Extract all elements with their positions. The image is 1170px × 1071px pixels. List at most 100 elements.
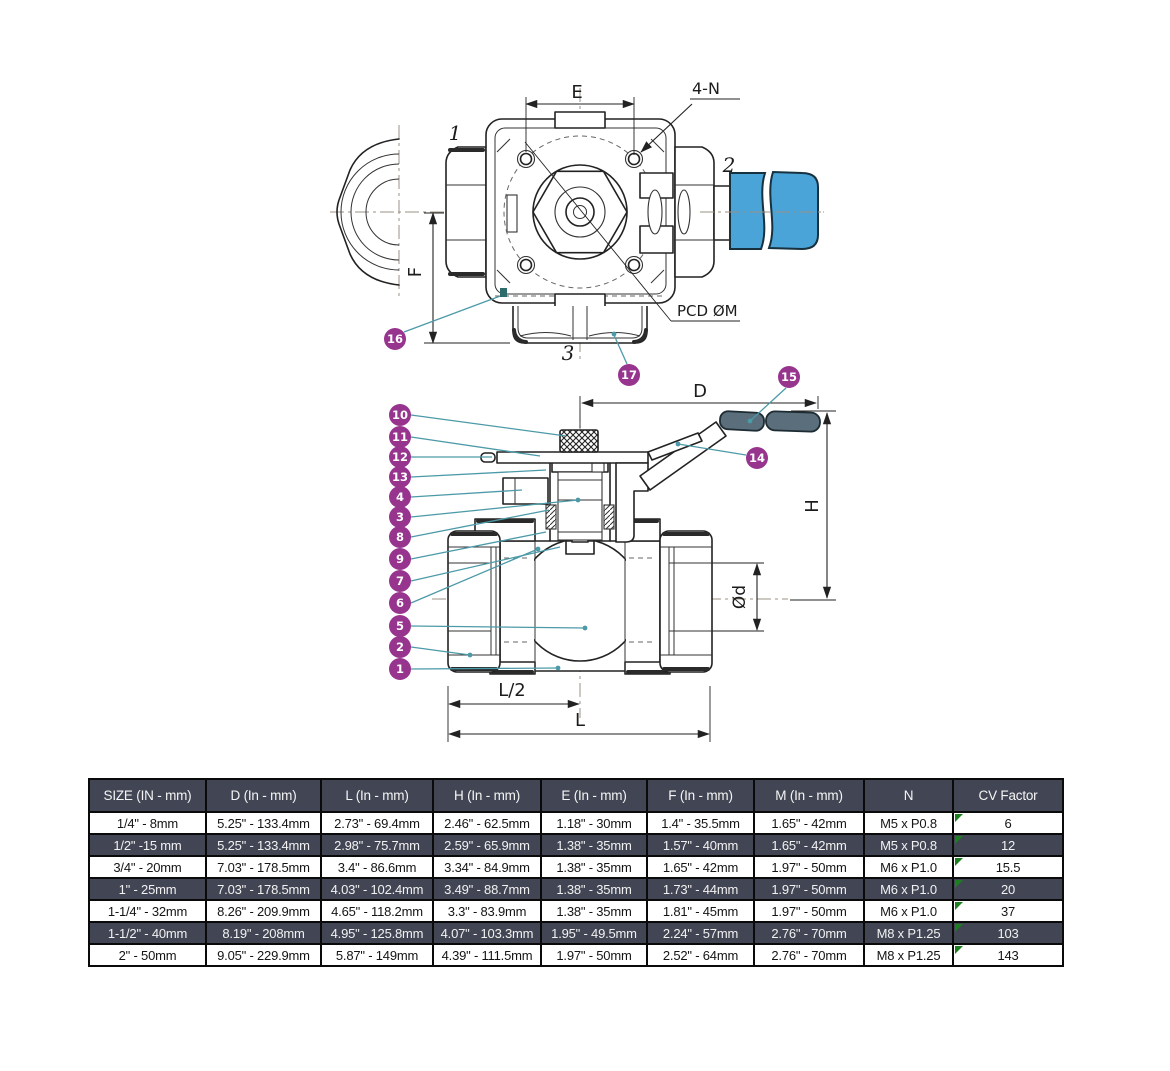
dim-label-h: H bbox=[802, 499, 823, 513]
svg-text:9: 9 bbox=[396, 552, 404, 566]
note-pcd: PCD ØM bbox=[524, 141, 740, 322]
table-header-row: SIZE (IN - mm) D (In - mm) L (In - mm) H… bbox=[88, 778, 1064, 813]
svg-text:8: 8 bbox=[396, 530, 404, 544]
cell-n: M6 x P1.0 bbox=[863, 855, 954, 879]
side-view: D H Ød L/2 L bbox=[389, 366, 836, 742]
cell-d: 9.05" - 229.9mm bbox=[205, 943, 322, 967]
port-label-2: 2 bbox=[722, 153, 736, 177]
callouts-left: 10 11 12 13 4 3 8 9 7 6 5 2 1 bbox=[389, 404, 588, 680]
dimension-l: L bbox=[448, 686, 711, 742]
cell-cv: 143 bbox=[952, 943, 1064, 967]
bottom-port bbox=[512, 306, 648, 344]
callout-13: 13 bbox=[389, 466, 411, 488]
dimension-d: D bbox=[579, 381, 819, 428]
top-view: E F 4-N PCD ØM 1 2 3 16 bbox=[330, 79, 824, 386]
cell-l: 5.87" - 149mm bbox=[320, 943, 434, 967]
cell-h: 2.59" - 65.9mm bbox=[432, 833, 542, 857]
callout-17: 17 bbox=[611, 331, 640, 386]
handle-bracket bbox=[615, 462, 649, 543]
port-label-3: 3 bbox=[562, 341, 575, 365]
handle-shaft bbox=[713, 185, 731, 241]
dim-label-d: D bbox=[693, 381, 707, 402]
cell-h: 4.39" - 111.5mm bbox=[432, 943, 542, 967]
col-header-h: H (In - mm) bbox=[432, 778, 542, 813]
cell-e: 1.38" - 35mm bbox=[540, 833, 648, 857]
callout-3: 3 bbox=[389, 506, 411, 528]
callout-4: 4 bbox=[389, 486, 411, 508]
callout-5: 5 bbox=[389, 615, 411, 637]
cell-e: 1.18" - 30mm bbox=[540, 811, 648, 835]
cell-f: 1.4" - 35.5mm bbox=[646, 811, 755, 835]
grip-segment-2 bbox=[765, 410, 821, 433]
cell-h: 3.34" - 84.9mm bbox=[432, 855, 542, 879]
cell-n: M8 x P1.25 bbox=[863, 921, 954, 945]
cell-cv: 12 bbox=[952, 833, 1064, 857]
callout-7: 7 bbox=[389, 570, 411, 592]
cell-cv: 103 bbox=[952, 921, 1064, 945]
col-header-cv: CV Factor bbox=[952, 778, 1064, 813]
cell-cv: 37 bbox=[952, 899, 1064, 923]
left-port bbox=[445, 146, 487, 278]
svg-text:2: 2 bbox=[396, 640, 404, 654]
cell-cv: 15.5 bbox=[952, 855, 1064, 879]
knurled-stem-nut bbox=[559, 429, 599, 453]
port-label-1: 1 bbox=[449, 121, 462, 145]
handle-latch bbox=[647, 432, 703, 461]
cell-l: 4.03" - 102.4mm bbox=[320, 877, 434, 901]
note-4n: 4-N bbox=[640, 79, 740, 153]
svg-text:1: 1 bbox=[396, 662, 404, 676]
cell-cv: 20 bbox=[952, 877, 1064, 901]
cell-e: 1.38" - 35mm bbox=[540, 855, 648, 879]
dimension-l2: L/2 bbox=[447, 680, 580, 742]
callout-2: 2 bbox=[389, 636, 411, 658]
cell-m: 1.97" - 50mm bbox=[753, 855, 865, 879]
valve-technical-drawing: E F 4-N PCD ØM 1 2 3 16 bbox=[330, 79, 836, 742]
svg-text:17: 17 bbox=[621, 368, 637, 382]
ball bbox=[534, 529, 626, 671]
cell-h: 2.46" - 62.5mm bbox=[432, 811, 542, 835]
cell-f: 1.65" - 42mm bbox=[646, 855, 755, 879]
cell-n: M5 x P0.8 bbox=[863, 811, 954, 835]
right-end-cap bbox=[659, 530, 713, 673]
callout-8: 8 bbox=[389, 526, 411, 548]
cell-d: 5.25" - 133.4mm bbox=[205, 833, 322, 857]
cell-n: M8 x P1.25 bbox=[863, 943, 954, 967]
cell-cv: 6 bbox=[952, 811, 1064, 835]
grip-segment-1 bbox=[719, 410, 765, 432]
bolt-note-label: 4-N bbox=[692, 79, 720, 98]
callout-15: 15 bbox=[747, 366, 800, 424]
svg-text:16: 16 bbox=[387, 332, 403, 346]
dim-label-e: E bbox=[571, 82, 582, 103]
svg-text:3: 3 bbox=[396, 510, 404, 524]
dim-label-f: F bbox=[405, 267, 426, 277]
cell-n: M5 x P0.8 bbox=[863, 833, 954, 857]
cell-f: 1.57" - 40mm bbox=[646, 833, 755, 857]
dim-label-l: L bbox=[575, 710, 585, 731]
callout-11: 11 bbox=[389, 426, 411, 448]
cell-size: 1" - 25mm bbox=[88, 877, 207, 901]
dimension-h: H bbox=[790, 410, 836, 601]
cell-size: 1-1/4" - 32mm bbox=[88, 899, 207, 923]
cell-h: 4.07" - 103.3mm bbox=[432, 921, 542, 945]
callout-12: 12 bbox=[389, 446, 411, 468]
callout-16: 16 bbox=[384, 288, 507, 350]
dim-label-od: Ød bbox=[730, 585, 750, 609]
cell-m: 1.65" - 42mm bbox=[753, 811, 865, 835]
svg-text:15: 15 bbox=[781, 370, 797, 384]
col-header-size: SIZE (IN - mm) bbox=[88, 778, 207, 813]
cell-l: 2.98" - 75.7mm bbox=[320, 833, 434, 857]
cell-n: M6 x P1.0 bbox=[863, 877, 954, 901]
col-header-n: N bbox=[863, 778, 954, 813]
right-port bbox=[639, 146, 731, 278]
cell-n: M6 x P1.0 bbox=[863, 899, 954, 923]
cell-m: 2.76" - 70mm bbox=[753, 943, 865, 967]
callout-9: 9 bbox=[389, 548, 411, 570]
cell-f: 2.24" - 57mm bbox=[646, 921, 755, 945]
cell-l: 3.4" - 86.6mm bbox=[320, 855, 434, 879]
